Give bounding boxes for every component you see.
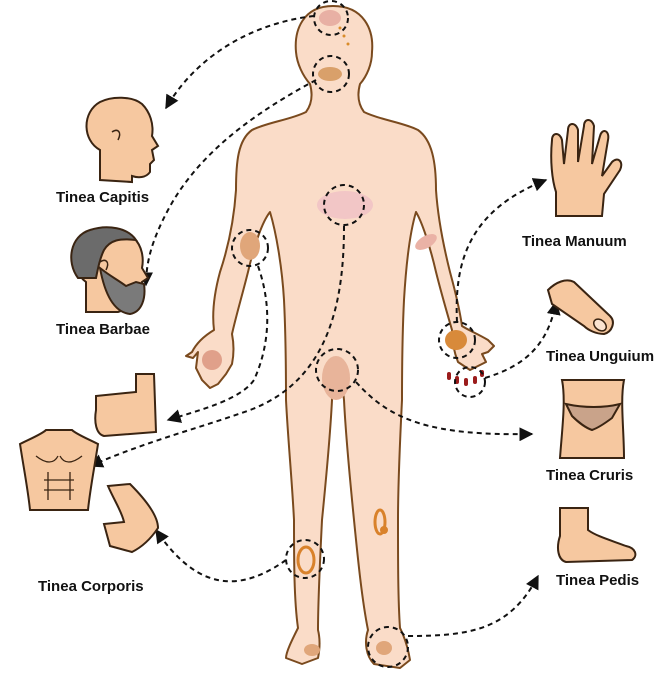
finger-nail-icon <box>546 279 614 336</box>
left-hand-lesion <box>445 330 467 350</box>
groin-underwear-icon <box>558 379 626 459</box>
foot-icon <box>557 507 637 564</box>
foot-lesion-right <box>376 641 392 655</box>
foot-lesion-left <box>304 644 320 656</box>
label-tinea-corporis: Tinea Corporis <box>38 578 144 595</box>
hair <box>70 226 139 279</box>
bent-arm-icon <box>94 373 158 438</box>
label-tinea-manuum: Tinea Manuum <box>522 233 627 250</box>
beard <box>98 265 146 316</box>
connector-arrows <box>88 15 561 637</box>
arrow-chest-to-corporis <box>88 225 345 468</box>
marker-groin <box>315 348 359 392</box>
marker-left-nails <box>454 366 486 398</box>
bearded-head-profile-icon <box>70 226 150 316</box>
label-tinea-pedis: Tinea Pedis <box>556 572 640 589</box>
scalp-lesion <box>319 10 341 26</box>
knee-lesion <box>380 526 388 534</box>
label-tinea-unguium: Tinea Unguium <box>546 348 655 365</box>
arrow-shin-to-corporis <box>155 528 287 583</box>
thigh-ring-lesion <box>373 508 387 536</box>
marker-scalp <box>313 0 349 36</box>
open-hand-icon <box>550 119 623 217</box>
infected-nails <box>447 370 484 386</box>
chest-lesion <box>317 191 373 219</box>
label-tinea-cruris: Tinea Cruris <box>546 467 634 484</box>
right-arm-lesion <box>240 232 260 260</box>
bent-knee-icon <box>102 482 160 554</box>
shin-ring-lesion <box>296 545 316 575</box>
marker-beard <box>312 55 350 93</box>
marker-foot <box>367 626 409 668</box>
beard-lesion <box>318 67 342 81</box>
right-hand-lesion <box>202 350 222 370</box>
left-arm-lesion <box>415 234 437 250</box>
arrow-to-capitis <box>165 15 315 110</box>
marker-shin <box>285 539 325 579</box>
marker-right-arm <box>231 229 269 267</box>
arrow-to-manuum <box>455 178 548 323</box>
label-tinea-barbae: Tinea Barbae <box>56 321 150 338</box>
marker-chest <box>323 184 365 226</box>
groin-lesion <box>322 356 350 400</box>
label-tinea-capitis: Tinea Capitis <box>56 189 150 206</box>
human-figure <box>185 5 495 669</box>
bald-head-profile-icon <box>85 96 160 184</box>
arrow-to-pedis <box>407 574 539 637</box>
arrow-arm-to-corporis <box>166 265 269 423</box>
lesion-markers <box>231 0 486 668</box>
bare-torso-icon <box>18 429 100 511</box>
arrow-to-unguium <box>484 300 561 379</box>
arrow-to-barbae <box>139 79 317 287</box>
arrow-to-cruris <box>355 381 534 442</box>
